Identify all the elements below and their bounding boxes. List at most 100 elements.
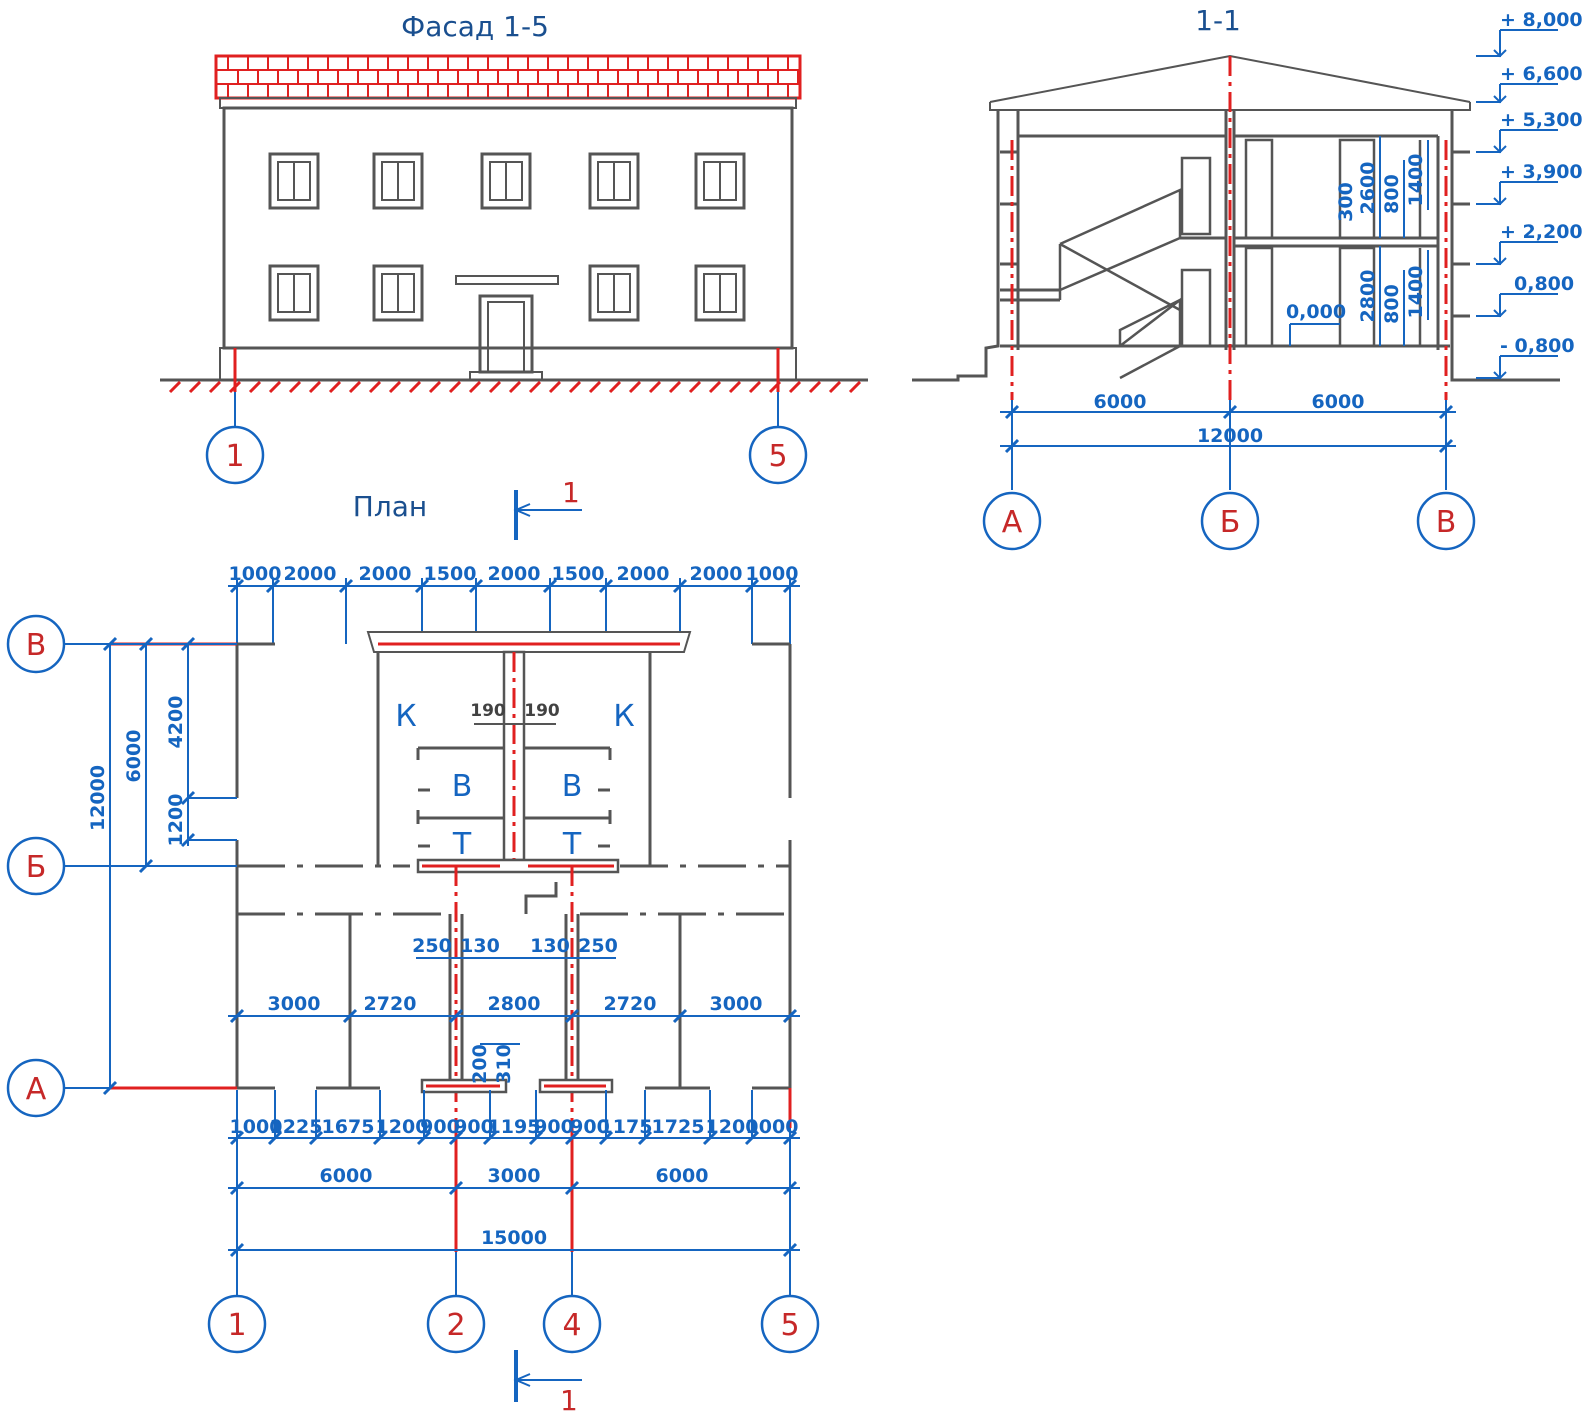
plan-axis-5-label: 5	[780, 1308, 799, 1343]
plan-mid-dim-1: 3000	[268, 993, 321, 1015]
plinth	[219, 347, 797, 381]
plan-bot-dim-11: 1725	[652, 1116, 705, 1138]
plan-axis-v-label: В	[26, 628, 47, 663]
plan-top-dim-2: 2000	[284, 563, 337, 585]
level-8000: + 8,000	[1500, 9, 1583, 31]
plan-mid-dim-4: 2720	[604, 993, 657, 1015]
facade-axis-5-bubble	[748, 425, 808, 485]
plan-dim-130-right: 130	[530, 935, 570, 957]
plan-top-dim-5: 2000	[488, 563, 541, 585]
section-axis-a-label: А	[1002, 505, 1023, 540]
plan-axis-2-label: 2	[446, 1308, 465, 1343]
plan-axis-4-bubble	[542, 1294, 602, 1354]
plan-bot-dim-10: 1175	[600, 1116, 653, 1138]
section-view: 1-1	[912, 4, 1583, 551]
section-dim-2600: 2600	[1357, 162, 1379, 215]
section-dim-2800: 2800	[1357, 270, 1379, 323]
level-0800: 0,800	[1514, 273, 1574, 295]
plan-axis-4-label: 4	[562, 1308, 581, 1343]
plan-top-dim-8: 2000	[690, 563, 743, 585]
facade-axis-5-label: 5	[768, 439, 787, 474]
plan-axis-a-bubble	[6, 1058, 66, 1118]
plan-axis-b-label: Б	[26, 850, 47, 885]
plan-bot-dim-6000-left: 6000	[320, 1165, 373, 1187]
plan-bot-dim-6: 900	[454, 1116, 494, 1138]
plan-dim-6000-left: 6000	[123, 730, 145, 783]
section-axis-v-bubble	[1416, 491, 1476, 551]
plan-bot-dim-2: 1225	[270, 1116, 323, 1138]
plan-red-structure	[110, 631, 792, 1252]
section-staircase	[1058, 188, 1182, 380]
plan-bot-dim-3000: 3000	[488, 1165, 541, 1187]
plan-bot-dim-5: 900	[420, 1116, 460, 1138]
room-v-right: В	[562, 769, 583, 804]
entrance	[455, 275, 559, 381]
level-3900: + 3,900	[1500, 161, 1583, 183]
section-title: 1-1	[1195, 4, 1241, 37]
plan-axis-b-bubble	[6, 836, 66, 896]
plan-axis-1-bubble	[207, 1294, 267, 1354]
plan-dim-130-left: 130	[460, 935, 500, 957]
section-axis-b-label: Б	[1220, 505, 1241, 540]
section-dim-800-lower: 800	[1381, 284, 1403, 324]
plan-mid-dim-3: 2800	[488, 993, 541, 1015]
plan-axis-5-bubble	[760, 1294, 820, 1354]
section-dim-6000-right: 6000	[1312, 391, 1365, 413]
plan-axis-1-label: 1	[227, 1308, 246, 1343]
section-dim-300: 300	[1335, 182, 1357, 222]
facade-title: Фасад 1-5	[401, 10, 549, 43]
plan-bottom-dim-chains	[228, 1090, 800, 1298]
plan-bot-dim-13: 1000	[746, 1116, 799, 1138]
plan-top-dim-1: 1000	[229, 563, 282, 585]
level-6600: + 6,600	[1500, 63, 1583, 85]
section-dim-1400-upper: 1400	[1405, 154, 1427, 207]
facade-axis-1-label: 1	[225, 439, 244, 474]
plan-mid-dim-2: 2720	[364, 993, 417, 1015]
plan-dim-190-left: 190	[470, 701, 506, 721]
facade-view: Фасад 1-5	[160, 10, 868, 485]
plan-dim-250-right: 250	[578, 935, 618, 957]
section-axis-v-label: В	[1436, 505, 1457, 540]
plan-top-dim-7: 2000	[617, 563, 670, 585]
section-dimensions	[1000, 400, 1456, 490]
room-v-left: В	[452, 769, 473, 804]
plan-title: План	[353, 490, 427, 523]
plan-middle-dim-chain	[228, 1008, 800, 1024]
roof-brick-pattern	[216, 56, 800, 98]
plan-bot-dim-6000-right: 6000	[656, 1165, 709, 1187]
plan-axis-v-bubble	[6, 614, 66, 674]
facade-axis-1-bubble	[205, 425, 265, 485]
section-cut-bottom	[513, 1350, 582, 1402]
level-2200: + 2,200	[1500, 221, 1583, 243]
plan-bot-dim-7: 1195	[488, 1116, 541, 1138]
plan-axis-a-label: А	[26, 1072, 47, 1107]
plan-bot-dim-4: 1200	[376, 1116, 429, 1138]
level-marks	[1476, 29, 1558, 380]
plan-bot-dim-3: 1675	[322, 1116, 375, 1138]
room-k-right: К	[613, 699, 634, 734]
plan-bot-dim-15000: 15000	[481, 1227, 547, 1249]
plan-top-dim-chain	[228, 578, 800, 644]
plan-dim-12000: 12000	[87, 765, 109, 831]
plan-mid-dim-5: 3000	[710, 993, 763, 1015]
room-t-left: Т	[452, 827, 472, 862]
section-dim-1400-lower: 1400	[1405, 266, 1427, 319]
plan-walls	[235, 642, 792, 1090]
plan-top-dim-6: 1500	[552, 563, 605, 585]
room-k-left: К	[395, 699, 416, 734]
section-dim-800-upper: 800	[1381, 174, 1403, 214]
plan-bot-dim-8: 900	[534, 1116, 574, 1138]
level-minus-0800: - 0,800	[1500, 335, 1575, 357]
plan-bot-dim-12: 1200	[706, 1116, 759, 1138]
section-axis-b-bubble	[1200, 491, 1260, 551]
section-dim-6000-left: 6000	[1094, 391, 1147, 413]
level-5300: + 5,300	[1500, 109, 1583, 131]
section-cut-bottom-label: 1	[560, 1384, 578, 1412]
section-inner-dims	[1289, 136, 1429, 346]
ground-hatch	[160, 378, 868, 394]
plan-bot-dim-9: 900	[570, 1116, 610, 1138]
section-cut-top	[513, 490, 582, 540]
room-t-right: Т	[562, 827, 582, 862]
section-dim-12000: 12000	[1197, 425, 1263, 447]
